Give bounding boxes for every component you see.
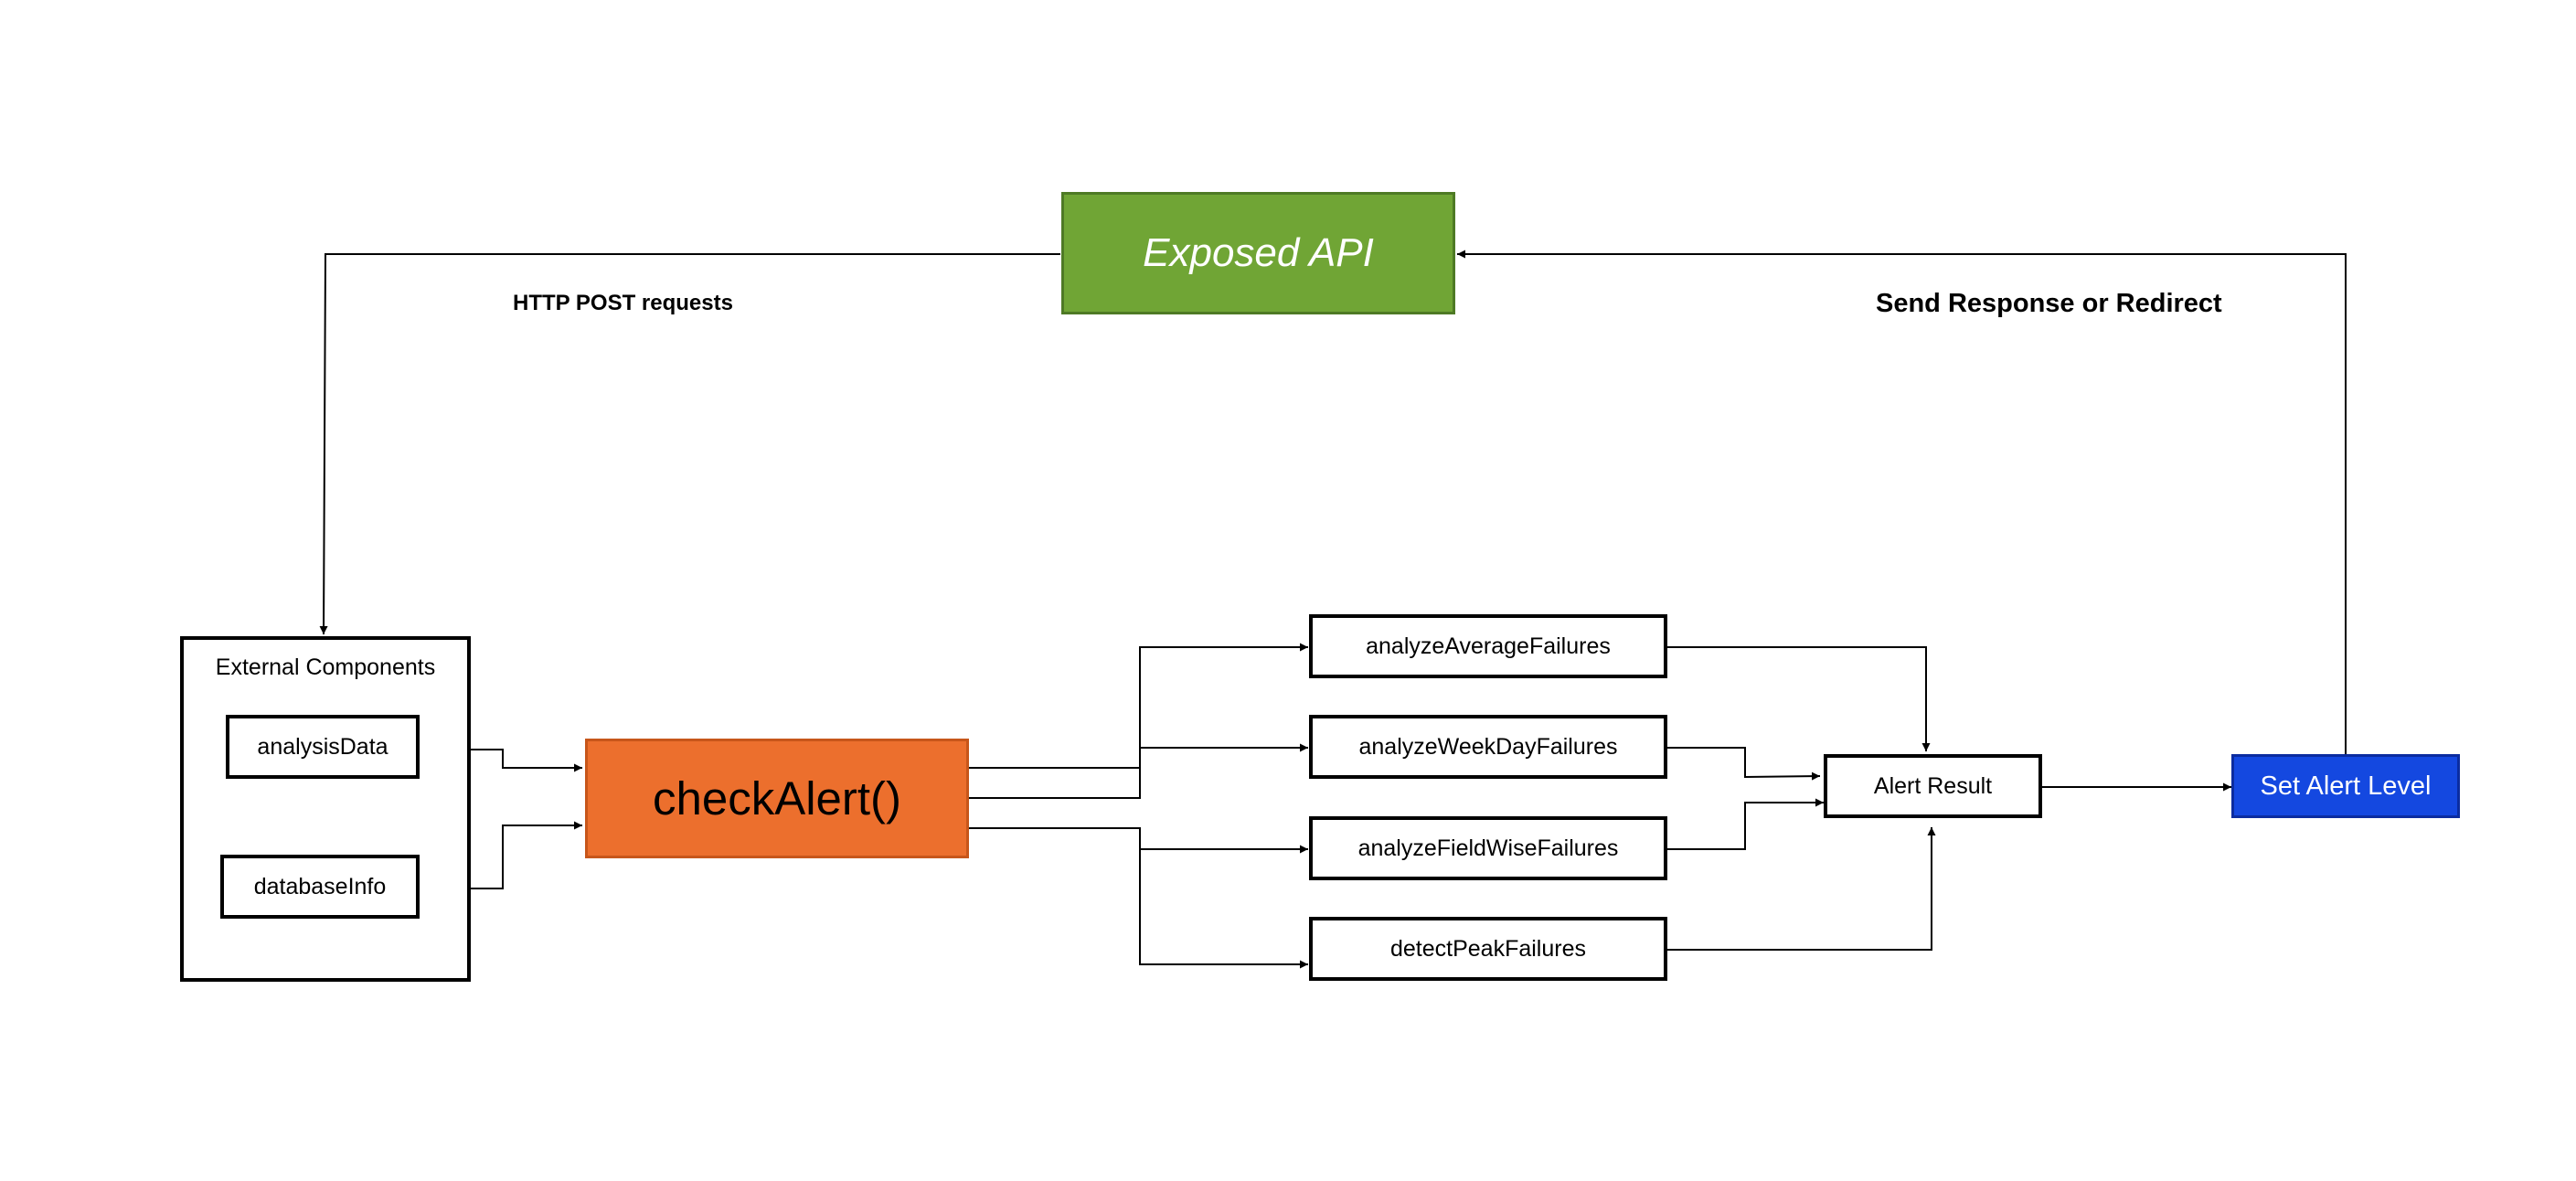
edge-setalert-to-api <box>1457 250 2347 755</box>
analyze-weekday-failures-label: analyzeWeekDayFailures <box>1358 733 1618 760</box>
analysis-data-node: analysisData <box>226 715 420 779</box>
analyze-average-failures-label: analyzeAverageFailures <box>1366 633 1611 659</box>
send-response-edge-label: Send Response or Redirect <box>1876 289 2222 318</box>
edge-checkalert-to-fieldwise <box>967 827 1308 854</box>
analyze-weekday-failures-node: analyzeWeekDayFailures <box>1309 715 1667 779</box>
analyze-fieldwise-failures-node: analyzeFieldWiseFailures <box>1309 816 1667 880</box>
alert-result-node: Alert Result <box>1824 754 2042 818</box>
edge-checkalert-to-weekday <box>967 743 1308 799</box>
exposed-api-node: Exposed API <box>1061 192 1455 314</box>
analyze-fieldwise-failures-label: analyzeFieldWiseFailures <box>1357 835 1619 861</box>
set-alert-level-node: Set Alert Level <box>2231 754 2460 818</box>
edge-fieldwise-to-result <box>1666 798 1824 850</box>
edge-peak-to-result <box>1666 827 1936 951</box>
edge-weekday-to-result <box>1666 747 1821 781</box>
external-components-title: External Components <box>215 654 436 680</box>
detect-peak-failures-label: detectPeakFailures <box>1389 935 1586 962</box>
http-post-edge-label: HTTP POST requests <box>513 291 733 315</box>
exposed-api-label: Exposed API <box>1143 230 1374 275</box>
alert-result-label: Alert Result <box>1873 772 1993 799</box>
database-info-label: databaseInfo <box>253 873 387 899</box>
edge-checkalert-to-average <box>967 643 1308 769</box>
analysis-data-label: analysisData <box>257 733 389 760</box>
detect-peak-failures-node: detectPeakFailures <box>1309 917 1667 981</box>
database-info-node: databaseInfo <box>220 855 420 919</box>
check-alert-node: checkAlert() <box>585 739 969 858</box>
analyze-average-failures-node: analyzeAverageFailures <box>1309 614 1667 678</box>
set-alert-level-label: Set Alert Level <box>2260 771 2432 801</box>
edge-checkalert-to-peak <box>1139 828 1308 969</box>
external-components-container: External Components <box>180 636 471 982</box>
edge-api-to-external <box>319 253 1060 635</box>
edge-average-to-result <box>1666 646 1931 751</box>
check-alert-label: checkAlert() <box>652 772 902 825</box>
